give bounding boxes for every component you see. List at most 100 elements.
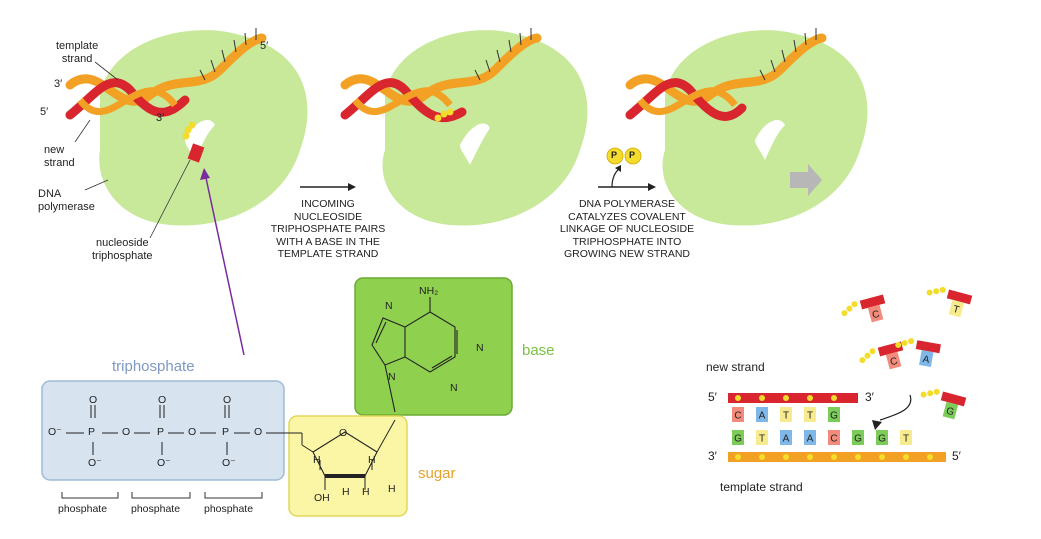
h-c2: H	[362, 486, 370, 498]
template-base-C: C	[828, 430, 840, 445]
pointer-template	[94, 61, 119, 81]
insertion-arrowhead	[872, 420, 882, 430]
template-strand-3prime: 3′	[708, 449, 717, 463]
polymerase-panel-3	[625, 28, 868, 226]
sugar-title: sugar	[418, 465, 456, 482]
backbone-phosphates	[735, 395, 933, 460]
svg-text:G: G	[854, 434, 862, 445]
incoming-nucleotide-A: A	[895, 338, 941, 367]
new-base-C: C	[732, 407, 744, 422]
o-top-2: O	[158, 394, 167, 406]
svg-text:T: T	[807, 411, 813, 422]
translocation-arrow	[790, 164, 822, 196]
step1-caption: INCOMING NUCLEOSIDE TRIPHOSPHATE PAIRS W…	[270, 198, 386, 260]
new-base-T: T	[804, 407, 816, 422]
pointer-nucleoside	[149, 159, 191, 239]
o-bridge-2: O	[188, 426, 197, 438]
label-nucleoside-triphosphate: nucleoside triphosphate	[92, 237, 153, 262]
pp-label-1: P	[611, 150, 618, 160]
new-strand-ribbon	[65, 78, 190, 120]
o-bridge-1: O	[122, 426, 131, 438]
n3-label: N	[450, 382, 458, 394]
step2-caption: DNA POLYMERASE CATALYZES COVALENT LINKAG…	[559, 198, 695, 260]
svg-text:C: C	[871, 309, 881, 321]
polymerase-panel-2	[340, 28, 588, 226]
h-c4: H	[313, 454, 321, 466]
svg-text:G: G	[830, 411, 838, 422]
pointer-polymerase	[84, 179, 109, 191]
new-base-A: A	[756, 407, 768, 422]
incoming-nucleotides: C T C A G	[841, 286, 973, 420]
incoming-nucleotide	[182, 121, 205, 163]
o-bridge-3: O	[254, 426, 263, 438]
svg-text:C: C	[734, 411, 741, 422]
template-base-ticks	[199, 28, 257, 81]
purple-pointer-arrow	[200, 168, 245, 356]
new-strand-ribbon-3	[625, 78, 747, 121]
svg-text:C: C	[889, 356, 899, 368]
new-base-G: G	[828, 407, 840, 422]
o-top-1: O	[89, 394, 98, 406]
p2-label: P	[157, 426, 165, 438]
phosphate-brackets	[61, 492, 263, 499]
triphosphate-title: triphosphate	[112, 358, 195, 375]
svg-text:G: G	[878, 434, 886, 445]
o-top-3: O	[223, 394, 232, 406]
n9-label: N	[388, 371, 396, 383]
incoming-base-G: G	[942, 401, 959, 420]
svg-text:T: T	[903, 434, 909, 445]
polymerase-panel-1	[65, 28, 308, 239]
triphosphate-box	[41, 380, 285, 481]
svg-text:C: C	[830, 434, 837, 445]
phosphate-bonds	[66, 405, 303, 455]
base-box	[354, 277, 513, 416]
svg-text:A: A	[783, 434, 790, 445]
incoming-base-C: C	[885, 351, 902, 370]
step-arrow-2	[598, 165, 656, 191]
incoming-nucleotide-G: G	[920, 388, 967, 420]
template-base-ticks-3	[759, 28, 817, 81]
label-dna-polymerase: DNA polymerase	[38, 188, 95, 213]
o-bottom-2: O⁻	[157, 457, 171, 469]
nucleoside-triphosphate-structure	[41, 277, 513, 517]
step-arrow-1	[300, 183, 356, 191]
h-c1: H	[368, 454, 376, 466]
template-base-G: G	[852, 430, 864, 445]
new-strand-ribbon-2	[340, 78, 467, 123]
o-bottom-3: O⁻	[222, 457, 236, 469]
label-new-strand-detail: new strand	[706, 360, 765, 374]
h-c3: H	[342, 486, 350, 498]
svg-text:A: A	[922, 354, 931, 366]
svg-text:A: A	[807, 434, 814, 445]
incoming-base-C: C	[867, 304, 884, 323]
p1-label: P	[88, 426, 96, 438]
incoming-base-A: A	[919, 350, 934, 367]
pyrophosphate-pp	[606, 147, 642, 165]
template-base-T: T	[900, 430, 912, 445]
incoming-nucleotide-T: T	[926, 286, 973, 318]
nh2-label: NH₂	[419, 285, 439, 297]
template-base-ticks-2	[474, 28, 532, 81]
n7-label: N	[385, 300, 393, 312]
label-3-prime-inner: 3′	[156, 112, 165, 124]
label-new-strand: new strand	[44, 144, 75, 169]
strand-detail: C A T T G G T A A C G G T C T C A G	[728, 286, 973, 462]
incoming-base-T: T	[948, 299, 965, 318]
phosphate-label-3: phosphate	[204, 503, 254, 515]
svg-text:G: G	[734, 434, 742, 445]
label-5-prime: 5′	[40, 106, 49, 118]
template-strand-backbone-lower	[77, 87, 178, 116]
svg-text:T: T	[783, 411, 789, 422]
template-strand-5prime: 5′	[952, 449, 961, 463]
template-base-G: G	[732, 430, 744, 445]
pointer-new-strand	[74, 119, 91, 143]
p3-label: P	[222, 426, 230, 438]
incoming-nucleotide-C: C	[841, 294, 886, 323]
template-base-G: G	[876, 430, 888, 445]
incoming-insertion-arrow	[879, 394, 912, 421]
polymerase-cleft-2	[460, 123, 490, 165]
ribose-ring	[301, 419, 396, 490]
n1-label: N	[476, 342, 484, 354]
